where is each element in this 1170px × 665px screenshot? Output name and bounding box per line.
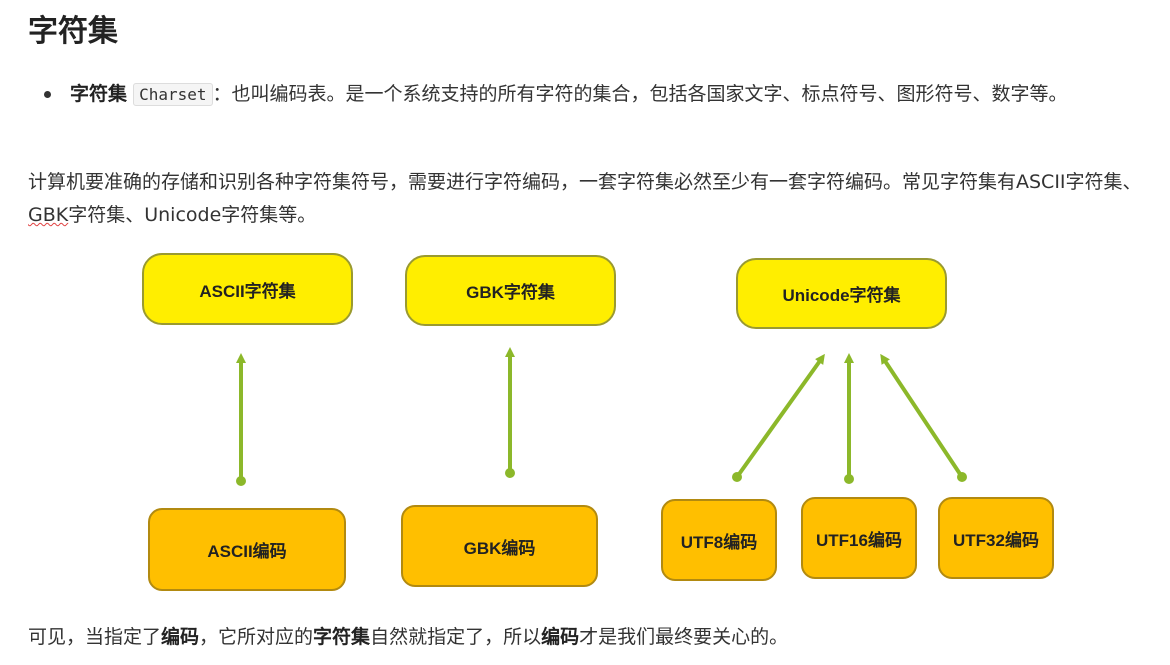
charset-box-gbk: GBK字符集 <box>405 255 616 326</box>
arrow-origin-ascii <box>236 476 246 486</box>
encoding-box-ascii: ASCII编码 <box>148 508 346 591</box>
paragraph-part-2: 字符集、Unicode字符集等。 <box>68 204 317 226</box>
arrow-origin-utf32 <box>957 472 967 482</box>
conclusion-part-2: ，它所对应的 <box>199 626 314 648</box>
arrow-origin-utf8 <box>732 472 742 482</box>
conclusion-part-3: 自然就指定了，所以 <box>370 626 542 648</box>
term-charset: 字符集 <box>70 83 128 105</box>
page-title: 字符集 <box>28 14 118 49</box>
arrow-utf32 <box>880 353 964 479</box>
arrow-origin-utf16 <box>844 474 854 484</box>
conclusion-bold-encoding-1: 编码 <box>161 626 200 648</box>
encoding-box-utf32: UTF32编码 <box>938 497 1054 579</box>
arrow-origin-gbk <box>505 468 515 478</box>
bullet-dot <box>44 91 51 98</box>
charset-definition-text: 字符集 Charset：也叫编码表。是一个系统支持的所有字符的集合，包括各国家文… <box>70 76 1124 113</box>
charset-definition-item: 字符集 Charset：也叫编码表。是一个系统支持的所有字符的集合，包括各国家文… <box>44 76 1124 113</box>
conclusion-paragraph: 可见，当指定了编码，它所对应的字符集自然就指定了，所以编码才是我们最终要关心的。 <box>28 620 788 654</box>
encoding-box-utf16: UTF16编码 <box>801 497 917 579</box>
paragraph-part-1: 计算机要准确的存储和识别各种字符集符号，需要进行字符编码，一套字符集必然至少有一… <box>28 171 1142 193</box>
conclusion-bold-charset: 字符集 <box>313 626 371 648</box>
conclusion-bold-encoding-2: 编码 <box>541 626 580 648</box>
charset-box-ascii: ASCII字符集 <box>142 253 353 325</box>
encoding-paragraph: 计算机要准确的存储和识别各种字符集符号，需要进行字符编码，一套字符集必然至少有一… <box>28 166 1158 232</box>
arrow-utf8 <box>735 353 825 479</box>
spellcheck-word-gbk: GBK <box>28 204 69 226</box>
definition-body: ：也叫编码表。是一个系统支持的所有字符的集合，包括各国家文字、标点符号、图形符号… <box>212 83 1068 105</box>
encoding-box-gbk: GBK编码 <box>401 505 598 587</box>
conclusion-part-4: 才是我们最终要关心的。 <box>579 626 789 648</box>
conclusion-part-1: 可见，当指定了 <box>28 626 162 648</box>
encoding-box-utf8: UTF8编码 <box>661 499 777 581</box>
charset-box-unicode: Unicode字符集 <box>736 258 947 329</box>
inline-code-charset: Charset <box>133 83 213 106</box>
